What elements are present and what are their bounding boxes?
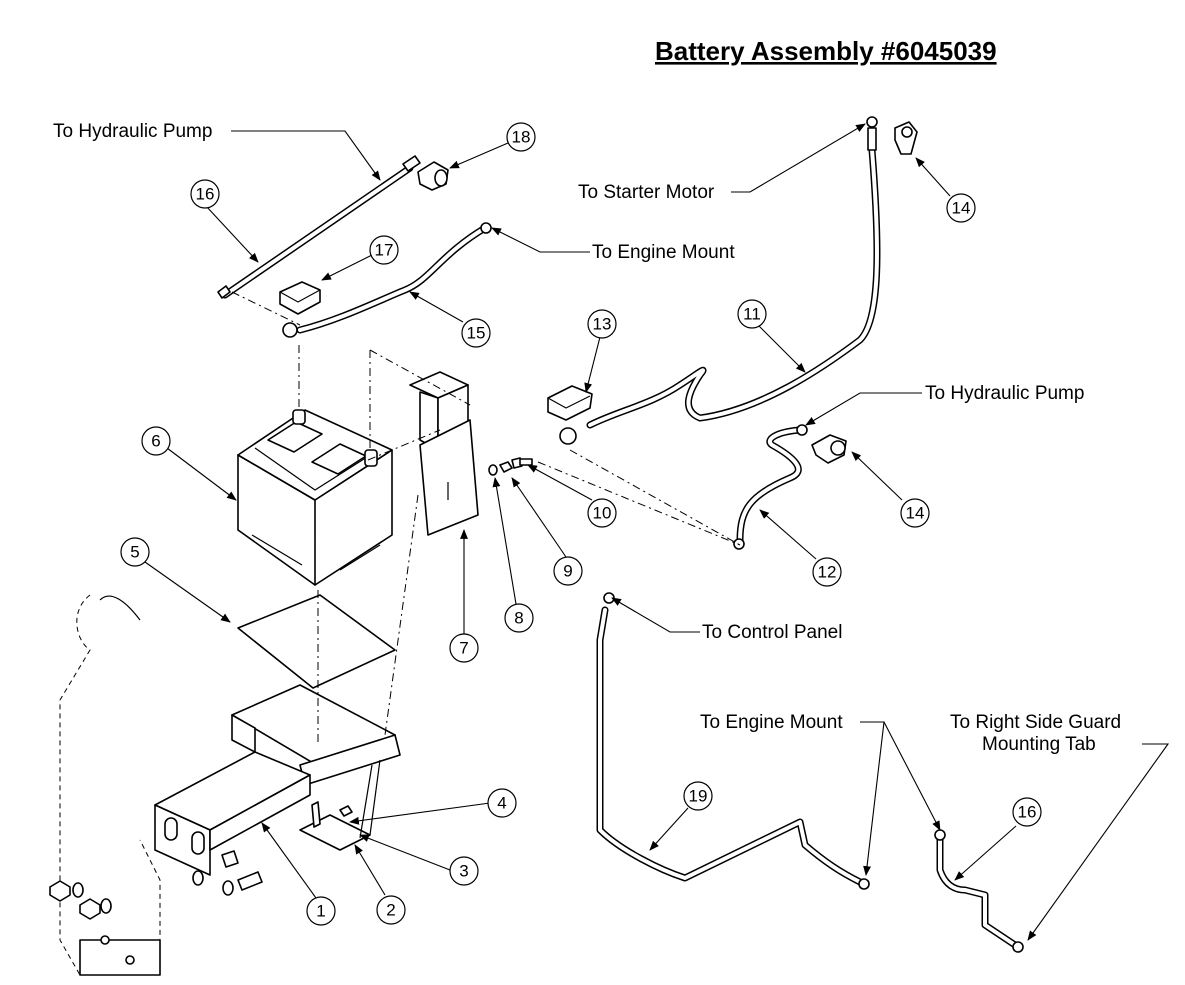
hold-down-bracket-7 <box>409 371 479 536</box>
cable-12 <box>733 424 808 550</box>
balloon-3: 3 <box>459 862 468 881</box>
part-balloons: 1 2 3 4 5 6 7 8 9 10 11 12 13 14 14 15 1… <box>120 122 1042 926</box>
balloon-14-right: 14 <box>906 504 925 523</box>
terminal-boot-17 <box>279 281 321 315</box>
diagram-title: Battery Assembly #6045039 <box>655 36 997 66</box>
label-to-right-side-guard-line1: To Right Side Guard <box>950 712 1121 733</box>
terminal-boot-14-right <box>811 434 847 464</box>
cable-15 <box>282 222 492 338</box>
balloon-10: 10 <box>593 504 612 523</box>
cable-16-bottom <box>934 829 1024 953</box>
hardware-8-9-10 <box>488 457 533 476</box>
label-to-right-side-guard-line2: Mounting Tab <box>982 734 1096 755</box>
cable-11 <box>559 116 881 445</box>
balloon-17: 17 <box>375 241 394 260</box>
clamp-2 <box>299 759 381 851</box>
balloon-9: 9 <box>563 562 572 581</box>
balloon-19: 19 <box>689 787 708 806</box>
balloon-12: 12 <box>818 563 837 582</box>
balloon-14-top: 14 <box>952 199 971 218</box>
terminal-boot-18 <box>417 161 449 191</box>
label-to-hydraulic-pump-top: To Hydraulic Pump <box>53 121 212 142</box>
label-to-control-panel: To Control Panel <box>702 622 842 643</box>
balloon-8: 8 <box>514 609 523 628</box>
balloon-18: 18 <box>512 128 531 147</box>
terminal-boot-14-top <box>894 121 918 155</box>
battery-tray-1 <box>154 684 401 876</box>
label-to-starter-motor: To Starter Motor <box>578 182 715 203</box>
balloon-11: 11 <box>743 305 761 324</box>
battery-6 <box>237 409 393 586</box>
label-to-engine-mount-top: To Engine Mount <box>592 242 735 263</box>
balloon-4: 4 <box>497 794 506 813</box>
bolts-nuts <box>49 850 263 920</box>
frame-rail <box>59 594 161 976</box>
balloon-2: 2 <box>386 901 395 920</box>
terminal-boot-13 <box>547 385 593 421</box>
balloon-6: 6 <box>151 432 160 451</box>
callout-labels: To Hydraulic Pump To Engine Mount To Sta… <box>53 121 1170 941</box>
balloon-13: 13 <box>593 315 612 334</box>
balloon-7: 7 <box>459 639 468 658</box>
balloon-1: 1 <box>316 902 325 921</box>
balloon-5: 5 <box>130 543 139 562</box>
balloon-15: 15 <box>467 324 486 343</box>
battery-pad-5 <box>237 594 396 689</box>
label-to-engine-mount-bottom: To Engine Mount <box>700 712 843 733</box>
balloon-16-top: 16 <box>196 185 215 204</box>
label-to-hydraulic-pump-right: To Hydraulic Pump <box>925 383 1084 404</box>
cable-16-top <box>217 155 421 299</box>
center-lines <box>231 291 741 745</box>
balloon-16-bottom: 16 <box>1018 803 1037 822</box>
